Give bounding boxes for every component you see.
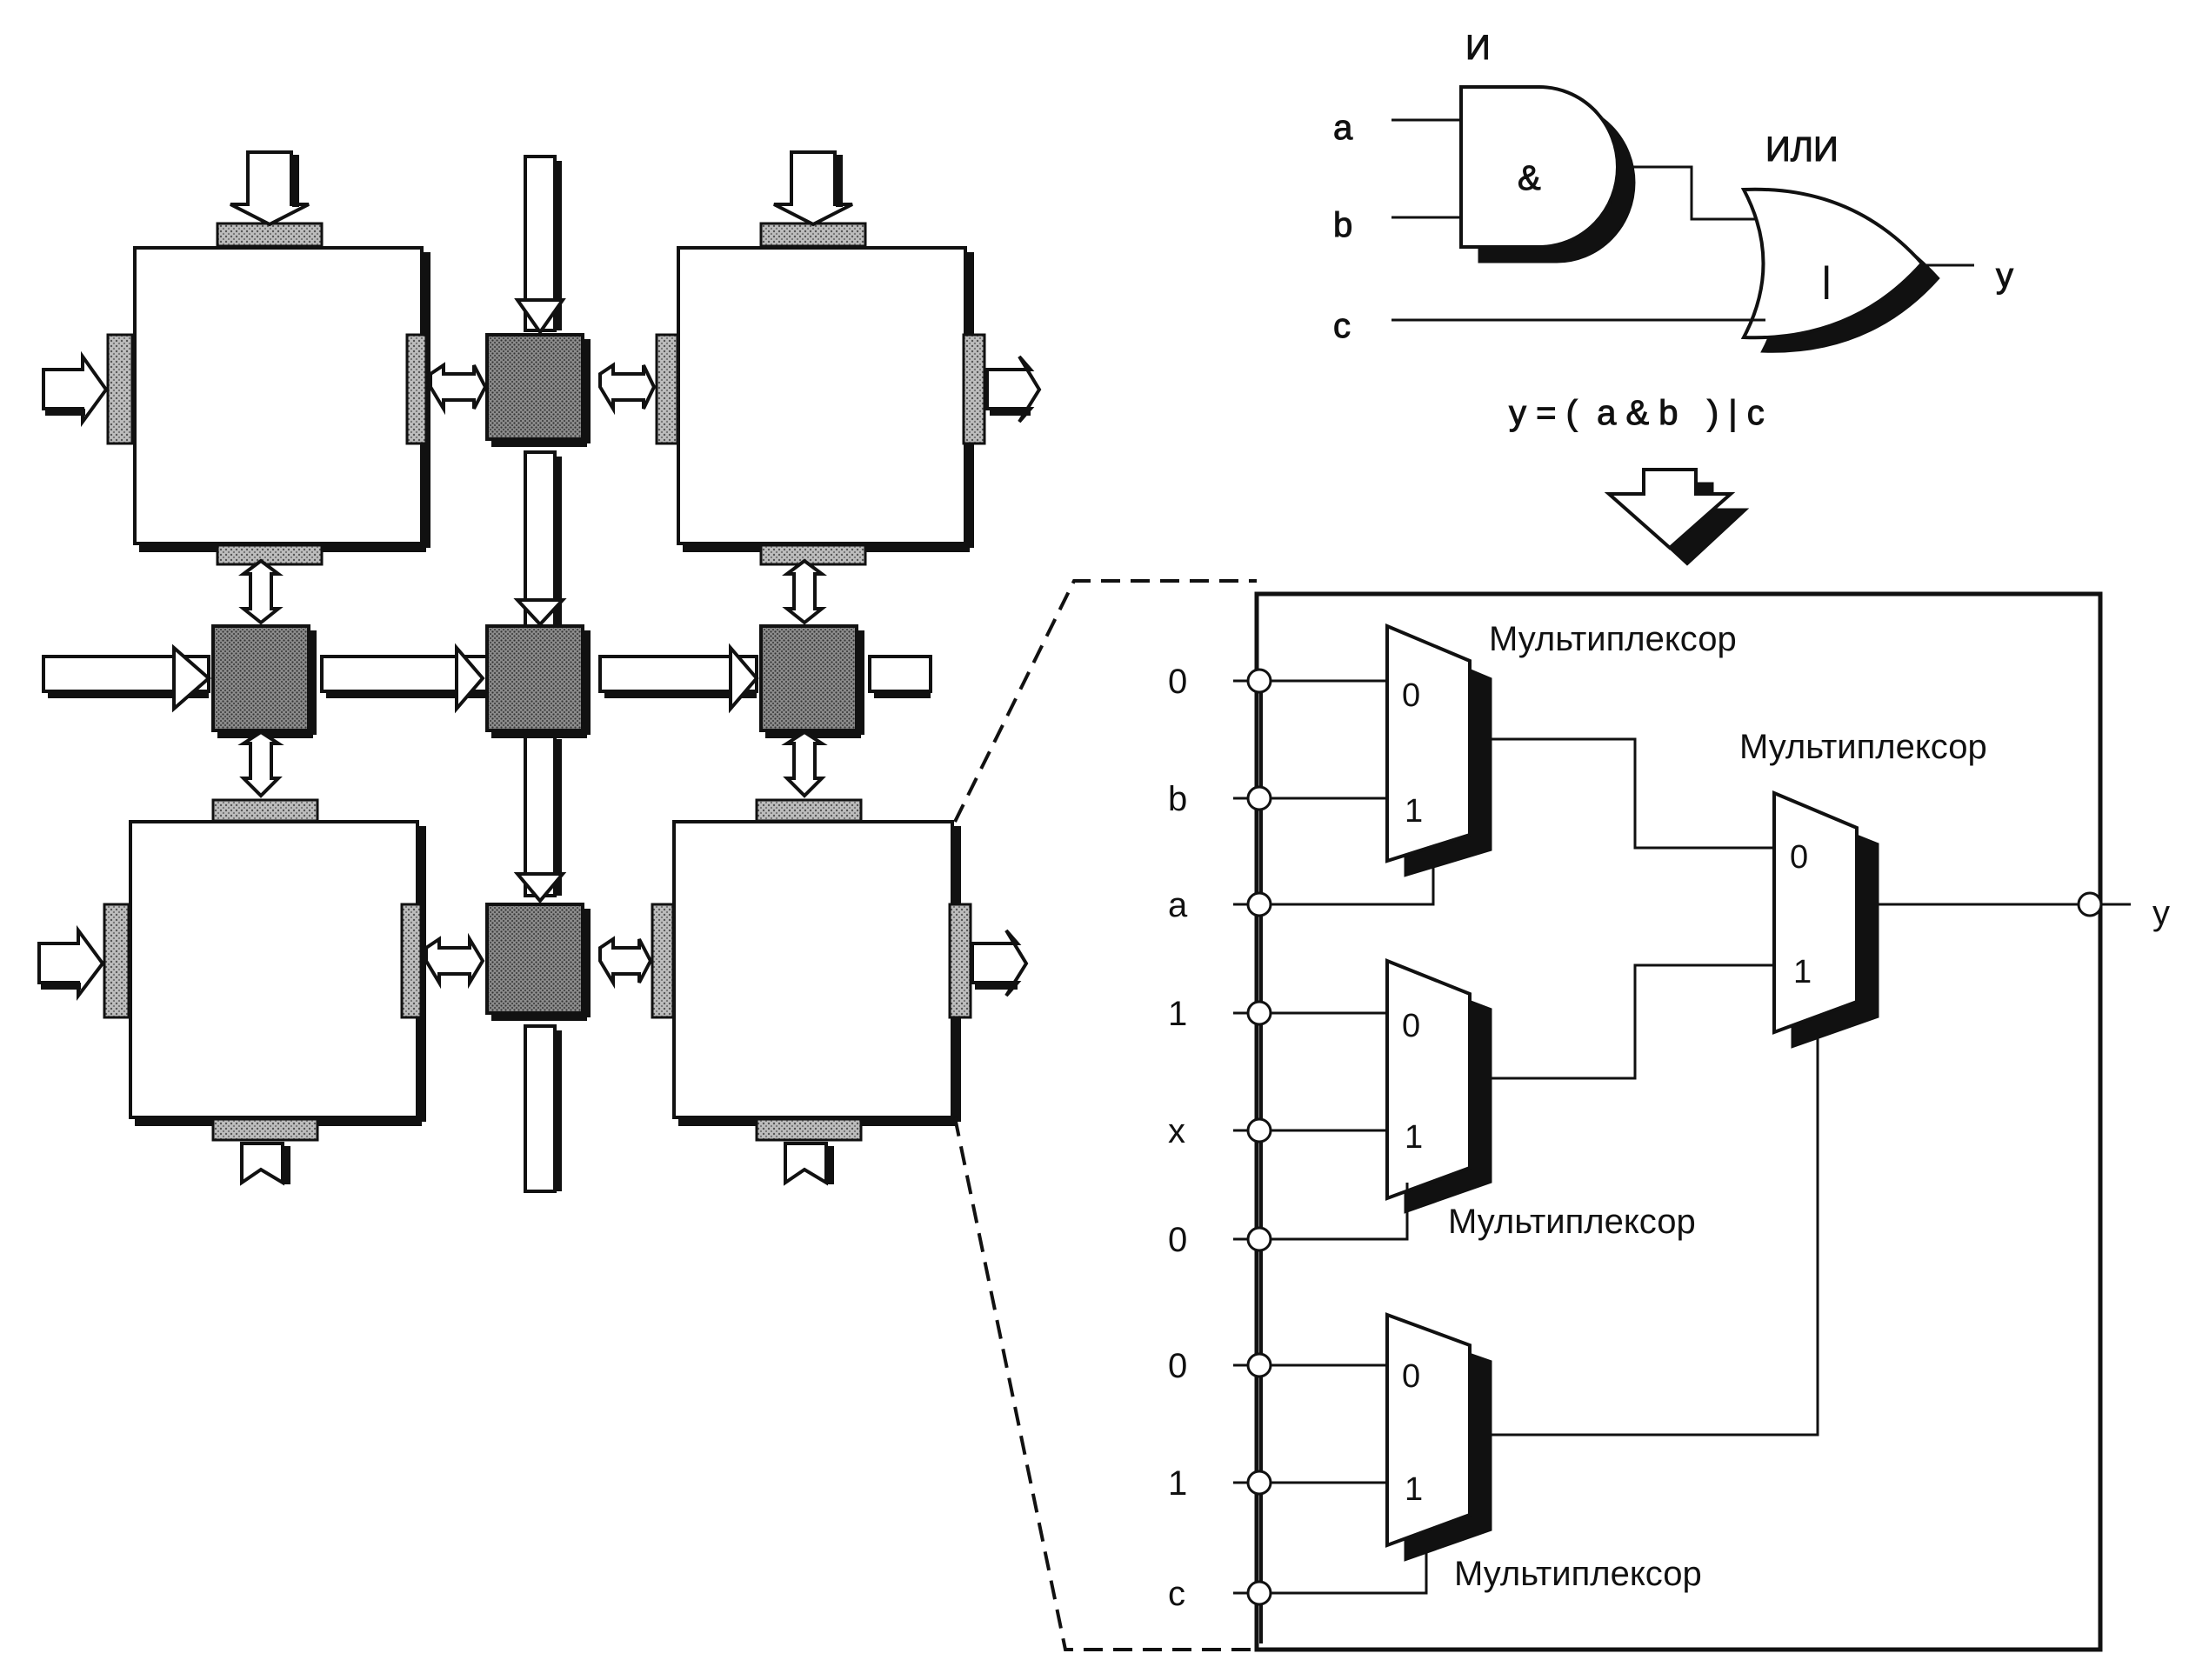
logic-gates: И & ИЛИ | a b c y y = ( a & b ) | c (1333, 29, 2014, 566)
fpga-fabric (37, 150, 1042, 1193)
mux-pin-labels: 0 1 0 1 0 1 0 1 (1402, 677, 1812, 1508)
zoom-lines (953, 579, 1257, 1651)
lut-input-4: x (1168, 1112, 1185, 1150)
mux2-pin-1: 1 (1405, 1119, 1423, 1156)
lut-input-6: 0 (1168, 1347, 1187, 1385)
routing-arrows (37, 150, 1042, 1186)
and-gate-title: И (1465, 29, 1491, 67)
input-labels: 0 b a 1 x 0 0 1 c (1168, 663, 1188, 1613)
mux-1 (1385, 623, 1492, 877)
or-gate-title: ИЛИ (1765, 130, 1839, 169)
input-a-label: a (1333, 109, 1353, 147)
mux-4-label: Мультиплексор (1454, 1555, 1702, 1593)
mux1-pin-1: 1 (1405, 793, 1423, 830)
formula-text: y = ( a & b ) | c (1509, 394, 1765, 432)
logic-block-top-right (677, 246, 974, 552)
input-pins (1233, 668, 1272, 1606)
lut-input-1: b (1168, 780, 1187, 818)
mux4-pin-1: 1 (1405, 1471, 1423, 1508)
mux-3 (1772, 790, 1879, 1049)
logic-block-top-left (133, 246, 430, 552)
mux3-pin-0: 0 (1790, 839, 1808, 876)
logic-block-bottom-left (129, 820, 426, 1126)
or-gate (1740, 187, 1940, 353)
lut-input-3: 1 (1168, 995, 1187, 1033)
lut-input-7: 1 (1168, 1464, 1187, 1503)
mux-3-label: Мультиплексор (1739, 728, 1987, 766)
switch-box-top-center (485, 333, 591, 447)
lut-wires (1271, 679, 2131, 1595)
lut-input-5: 0 (1168, 1221, 1187, 1259)
and-gate-symbol: & (1518, 159, 1541, 197)
input-b-label: b (1333, 206, 1352, 244)
switch-box-middle-left (211, 624, 317, 738)
lut-output-y: y (2152, 894, 2170, 932)
output-y-label: y (1996, 257, 2013, 295)
mux2-pin-0: 0 (1402, 1008, 1420, 1044)
mux-labels: Мультиплексор Мультиплексор Мультиплексо… (1448, 620, 1987, 1593)
mux-1-label: Мультиплексор (1489, 620, 1737, 658)
mux-2-label: Мультиплексор (1448, 1203, 1696, 1241)
mux4-pin-0: 0 (1402, 1358, 1420, 1395)
down-arrow-icon (1604, 468, 1750, 566)
or-gate-symbol: | (1822, 261, 1831, 299)
lut-input-8: c (1168, 1575, 1185, 1613)
mux3-pin-1: 1 (1793, 954, 1812, 990)
mux1-pin-0: 0 (1402, 677, 1420, 714)
gate-wires (1391, 118, 1974, 322)
mux-4 (1385, 1312, 1492, 1562)
and-gate (1459, 85, 1636, 263)
lut-input-0: 0 (1168, 663, 1187, 701)
input-c-label: c (1333, 307, 1351, 345)
switch-box-bottom-center (485, 903, 591, 1021)
mux-2 (1385, 958, 1492, 1214)
lut-input-2: a (1168, 886, 1188, 924)
switch-box-middle-right (759, 624, 864, 738)
switch-box-middle-center (485, 624, 591, 738)
logic-block-bottom-right (672, 820, 961, 1126)
lut-detail: 0 b a 1 x 0 0 1 c 0 1 (953, 579, 2170, 1652)
